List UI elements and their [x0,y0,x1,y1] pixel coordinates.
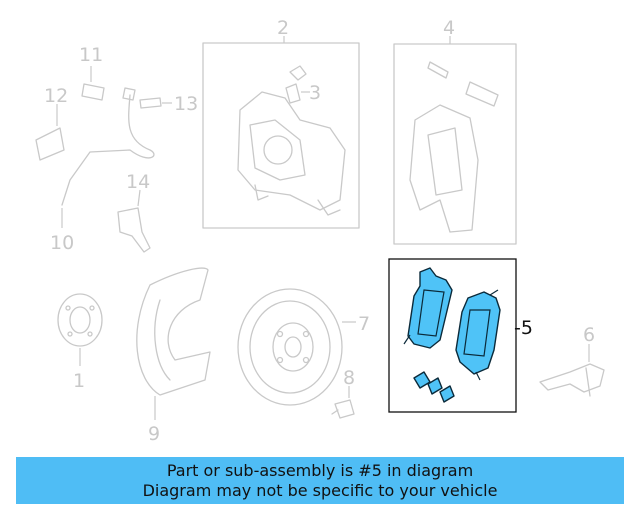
callout-12[interactable]: 12 [44,85,68,107]
pad-clips[interactable] [413,371,455,403]
callout-11[interactable]: 11 [79,44,103,66]
sensor-part[interactable] [117,207,151,253]
bracket-12-part[interactable] [35,127,65,161]
callout-2[interactable]: 2 [277,17,289,39]
bolt-13-part[interactable] [139,97,162,109]
callout-1[interactable]: 1 [73,370,85,392]
caliper-bracket-box[interactable] [393,43,517,245]
dust-shield-part[interactable] [136,267,211,396]
bolt-11-part[interactable] [81,83,105,101]
callout-9[interactable]: 9 [148,423,160,445]
bleeder-screw-part[interactable] [285,65,307,104]
callout-7[interactable]: 7 [358,313,370,335]
callout-14[interactable]: 14 [126,171,150,193]
banner-line-2: Diagram may not be specific to your vehi… [142,480,498,500]
wear-sensor-part[interactable] [539,363,605,397]
callout-6[interactable]: 6 [583,324,595,346]
banner-line-1: Part or sub-assembly is #5 in diagram [166,460,474,480]
callout-10[interactable]: 10 [50,232,74,254]
callout-4[interactable]: 4 [443,17,455,39]
callout-5[interactable]: -5 [514,317,533,339]
outer-brake-pad[interactable] [455,289,501,381]
brake-hose-part[interactable] [61,87,155,206]
callout-3[interactable]: 3 [309,82,321,104]
brake-pad-set-box[interactable] [388,258,517,413]
callout-13[interactable]: 13 [174,93,198,115]
wheel-hub-part[interactable] [57,293,103,347]
inner-brake-pad[interactable] [403,267,453,349]
brake-rotor-part[interactable] [237,288,343,406]
info-banner: Part or sub-assembly is #5 in diagram Di… [16,457,624,504]
rotor-bolt-part[interactable] [331,399,355,419]
caliper-assembly-box[interactable] [202,42,360,229]
callout-8[interactable]: 8 [343,367,355,389]
